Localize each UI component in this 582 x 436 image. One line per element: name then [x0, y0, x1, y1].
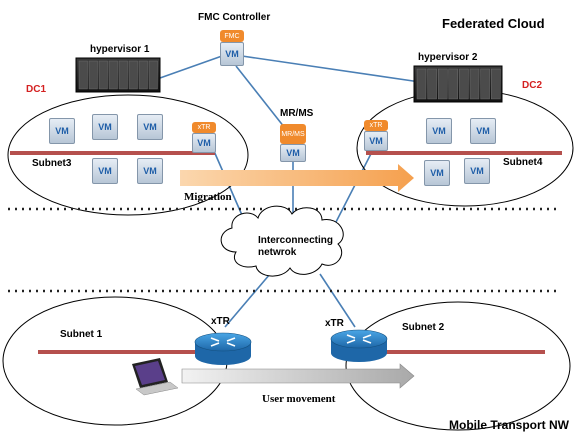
rack-slot — [416, 68, 427, 100]
vm-icon: VM — [137, 114, 163, 140]
mrms-tag: MR/MS — [280, 124, 306, 144]
cloud-icon — [220, 205, 344, 277]
rack-slot — [438, 68, 448, 100]
migration-label: Migration — [184, 191, 232, 203]
mrms-vm-icon: VM — [280, 144, 306, 162]
xtr-right-label: xTR — [325, 318, 344, 329]
vm-icon: VM — [92, 158, 118, 184]
xtr-tag: xTR — [192, 122, 216, 133]
dc2-boundary — [356, 89, 574, 207]
rack-slot — [448, 68, 458, 100]
router-icon — [330, 329, 388, 362]
interconnect-label: Interconnecting netwrok — [258, 235, 334, 258]
rack-slot — [491, 68, 501, 100]
dc1-boundary — [7, 94, 249, 216]
mobile-transport-title: Mobile Transport NW — [449, 418, 569, 432]
user-movement-label: User movement — [262, 393, 336, 405]
rack-slot — [138, 60, 148, 90]
subnet4-label: Subnet4 — [503, 157, 543, 168]
rack-slot — [480, 68, 490, 100]
rack-slot — [98, 60, 108, 90]
vm-icon: VM — [92, 114, 118, 140]
laptop-icon — [132, 358, 179, 396]
subnet2-boundary — [345, 301, 571, 431]
rack-slot — [469, 68, 480, 100]
rack-slot — [128, 60, 138, 90]
hypervisor1-label: hypervisor 1 — [90, 44, 150, 55]
rack-slot — [459, 68, 469, 100]
controller-label: FMC Controller — [198, 12, 271, 23]
controller-tag: FMC — [220, 30, 244, 42]
router-icon — [194, 332, 252, 365]
link-cloud-router2 — [319, 273, 356, 328]
dc2-label: DC2 — [522, 80, 543, 91]
dc1-label: DC1 — [26, 84, 47, 95]
vm-icon: VM — [137, 158, 163, 184]
vm-icon: VM — [424, 160, 450, 186]
subnet1-boundary — [2, 296, 228, 426]
vm-icon: VM — [426, 118, 452, 144]
federated-cloud-title: Federated Cloud — [442, 16, 545, 31]
rack-slot — [148, 60, 158, 90]
rack-slot — [108, 60, 118, 90]
subnet2-label: Subnet 2 — [402, 322, 445, 333]
vm-icon: VM — [470, 118, 496, 144]
rack-slot — [78, 60, 88, 90]
user-movement-arrow — [181, 363, 415, 389]
rack-slot — [427, 68, 437, 100]
xtr-tag: xTR — [364, 120, 388, 131]
vm-icon: VM — [464, 158, 490, 184]
xtr-vm-icon: VM — [364, 131, 388, 151]
subnet3-label: Subnet3 — [32, 158, 72, 169]
link-hyp1-controller — [159, 55, 223, 79]
xtr-left-label: xTR — [211, 316, 230, 327]
rack-slot — [88, 60, 98, 90]
hypervisor2-label: hypervisor 2 — [418, 52, 478, 63]
migration-arrow — [180, 164, 414, 192]
vm-icon: VM — [49, 118, 75, 144]
xtr-vm-icon: VM — [192, 133, 216, 153]
link-cloud-router1 — [224, 273, 271, 328]
mrms-label: MR/MS — [280, 108, 314, 119]
rack-slot — [118, 60, 128, 90]
subnet1-label: Subnet 1 — [60, 329, 103, 340]
controller-vm-icon: VM — [220, 42, 244, 66]
link-controller-hyp2 — [241, 55, 421, 83]
